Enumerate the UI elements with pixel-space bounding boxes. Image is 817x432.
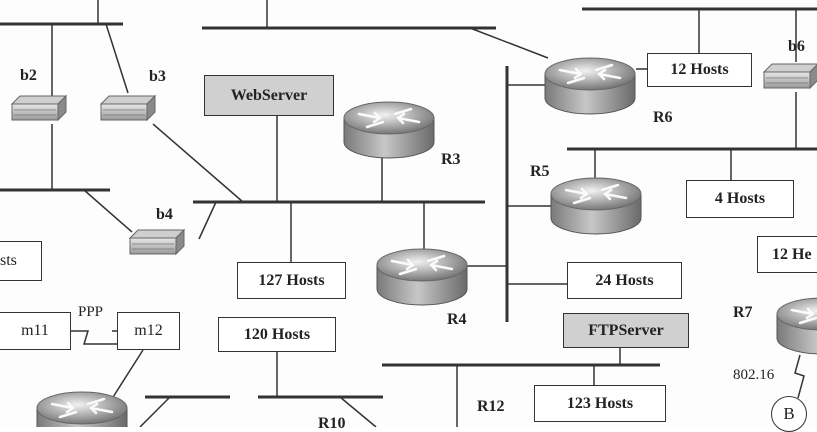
ppp-link-label: PPP: [78, 304, 104, 320]
router-r4-icon: [375, 247, 469, 307]
bridge-b2-icon: [11, 95, 67, 121]
modem-m12-box: m12: [117, 312, 180, 350]
bridge-b3-icon: [100, 95, 156, 121]
router-r4-label: R4: [447, 311, 467, 328]
modem-m11-box: m11: [0, 312, 71, 350]
router-r3-icon: [342, 100, 436, 160]
network-links: [51, 0, 805, 427]
router-r5-label: R5: [530, 163, 550, 180]
bridge-b6-label: b6: [788, 38, 805, 55]
router-r10-left-icon: [35, 390, 129, 427]
host-box-123-hosts: 123 Hosts: [534, 385, 666, 422]
host-box-120-hosts: 120 Hosts: [218, 317, 336, 352]
host-box-left-partial: sts: [0, 241, 42, 281]
bridge-b4-icon: [129, 229, 185, 255]
node-b-label: B: [783, 404, 795, 423]
router-r12-label: R12: [477, 398, 505, 415]
router-r6-label: R6: [653, 109, 673, 126]
wimax-802-16-label: 802.16: [733, 367, 775, 383]
ftpserver-box: FTPServer: [563, 313, 689, 348]
webserver-box: WebServer: [204, 75, 334, 116]
host-box-127-hosts: 127 Hosts: [237, 262, 346, 299]
host-box-12-hosts-top: 12 Hosts: [647, 53, 752, 87]
router-r7-label: R7: [733, 304, 753, 321]
bridge-b3-label: b3: [149, 68, 166, 85]
router-r7-icon: [775, 296, 817, 356]
router-r5-icon: [549, 176, 643, 236]
node-b: B: [771, 396, 807, 432]
host-box-4-hosts: 4 Hosts: [686, 180, 794, 218]
host-box-12-hosts-right: 12 He: [757, 236, 817, 273]
router-r3-label: R3: [441, 151, 461, 168]
router-r6-icon: [543, 56, 637, 116]
bridge-b4-label: b4: [156, 206, 173, 223]
host-box-24-hosts: 24 Hosts: [567, 262, 682, 299]
router-r10-label: R10: [318, 415, 346, 432]
bridge-b2-label: b2: [20, 67, 37, 84]
bridge-b6-icon: [763, 63, 817, 89]
